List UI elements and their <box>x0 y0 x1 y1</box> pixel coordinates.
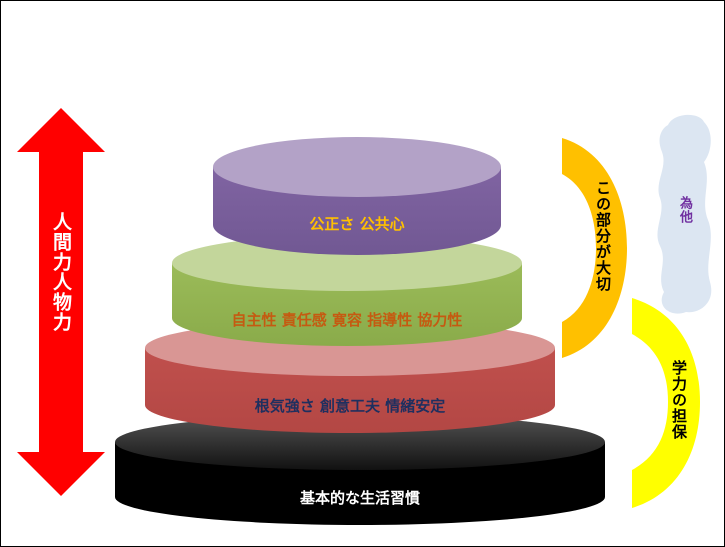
bracket-upper-shape <box>562 138 627 358</box>
cloud-label: 為他 <box>677 196 692 224</box>
layer-second <box>172 235 522 346</box>
bracket-upper-label: この部分が大切 <box>594 180 612 292</box>
bracket-lower-shape <box>632 298 700 508</box>
layer-top-label: 公正さ 公共心 <box>309 215 405 233</box>
layer-third-label: 根気強さ 創意工夫 情緒安定 <box>254 397 446 415</box>
bracket-lower-label: 学力の担保 <box>670 360 688 440</box>
layer-top <box>213 137 501 255</box>
arrow-label: 人間力人物力 <box>50 212 72 332</box>
cloud-shape <box>657 114 712 314</box>
layer-base-label: 基本的な生活習慣 <box>299 489 420 507</box>
double-arrow-shape <box>17 108 105 496</box>
layer-base <box>115 414 605 525</box>
layer-second-label: 自主性 責任感 寛容 指導性 協力性 <box>231 311 463 329</box>
